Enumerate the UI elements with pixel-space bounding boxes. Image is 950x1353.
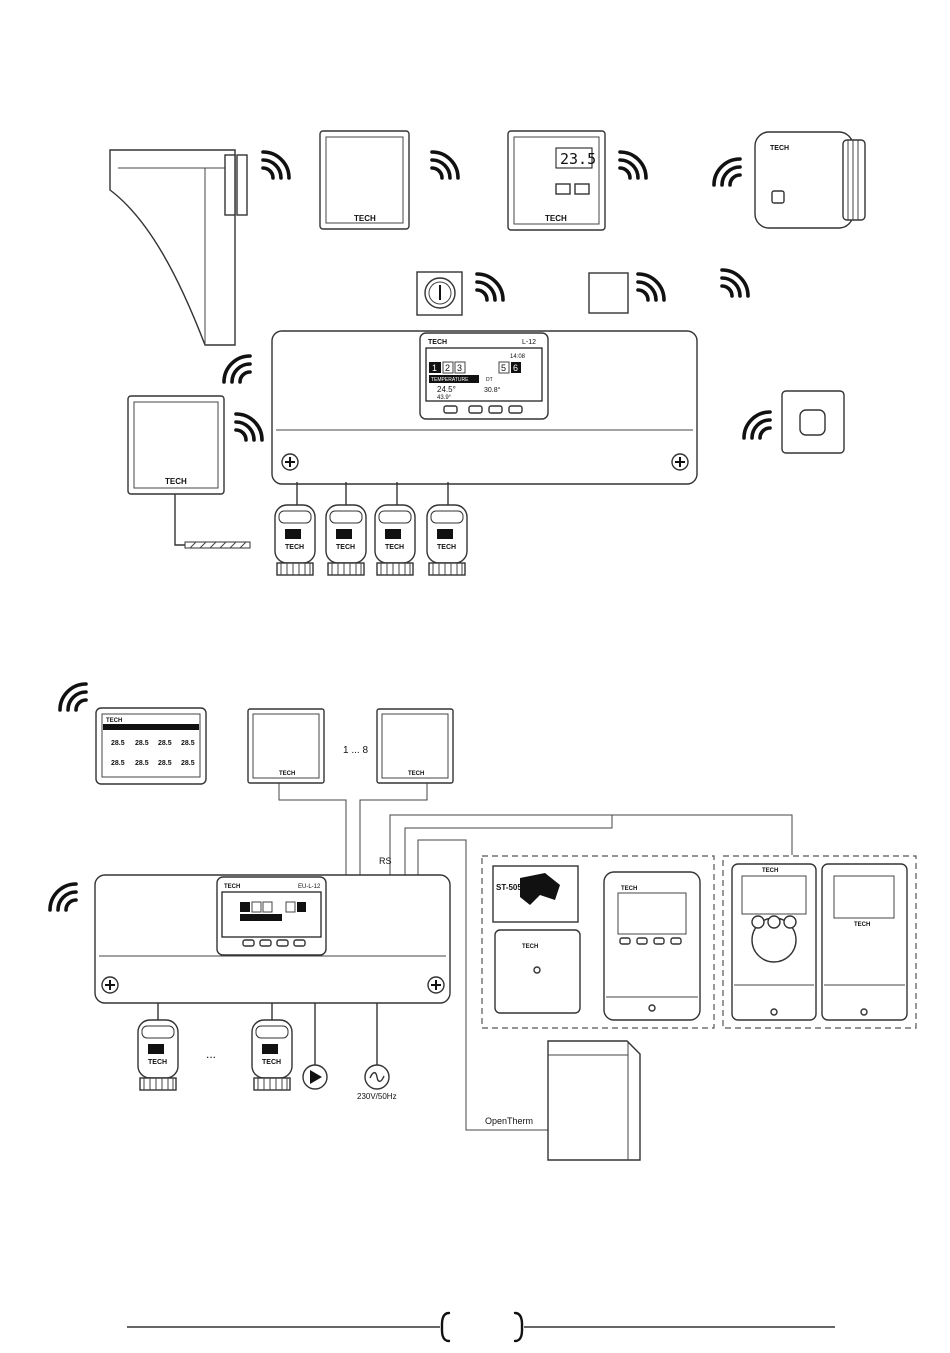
module-label: ST-505	[496, 883, 522, 892]
svg-text:30.8°: 30.8°	[484, 386, 501, 394]
sensor-range-label: 1 ... 8	[343, 745, 368, 756]
wireless-signal-icon	[722, 270, 748, 296]
brand-label: TECH	[279, 771, 295, 777]
svg-text:28.5: 28.5	[135, 740, 149, 747]
wired-room-sensor: TECH	[128, 396, 250, 548]
wired-sensor-1: TECH	[248, 709, 324, 783]
svg-text:28.5: 28.5	[135, 760, 149, 767]
svg-text:28.5: 28.5	[181, 760, 195, 767]
brand-label: TECH	[621, 886, 637, 892]
wireless-switch	[782, 391, 844, 453]
wireless-signal-icon	[50, 884, 76, 910]
wireless-signal-icon	[263, 152, 289, 178]
svg-text:28.5: 28.5	[111, 740, 125, 747]
actuator	[252, 1020, 292, 1090]
svg-text:43.9°: 43.9°	[437, 395, 452, 401]
wireless-signal-icon	[60, 684, 86, 710]
power-supply-icon	[365, 1065, 389, 1089]
wireless-signal-icon	[744, 412, 770, 438]
wireless-signal-icon	[432, 152, 458, 178]
actuator	[138, 1020, 178, 1090]
svg-text:28.5: 28.5	[158, 760, 172, 767]
room-sensor-blank: TECH	[320, 131, 409, 229]
page-footer	[127, 1313, 835, 1341]
room-regulator: TECH	[604, 872, 700, 1020]
svg-text:DT: DT	[486, 377, 493, 383]
floor-temperature-sensor	[417, 272, 462, 315]
svg-text:2: 2	[445, 363, 450, 373]
svg-text:3: 3	[457, 363, 462, 373]
actuator	[326, 505, 366, 575]
thermostatic-radiator-actuator: TECH	[755, 132, 865, 228]
additional-controller: TECH	[822, 864, 907, 1020]
brand-label: TECH	[106, 718, 122, 724]
internet-module: ST-505 TECH	[493, 866, 580, 1013]
brand-label: TECH	[408, 771, 424, 777]
actuator	[427, 505, 467, 575]
controller-model-label: EU-L-12	[298, 884, 321, 890]
window-sensor	[110, 150, 247, 345]
wiring-center-controller-2: TECH EU-L-12	[95, 875, 450, 1003]
brand-label: TECH	[354, 214, 376, 223]
svg-text:5: 5	[501, 363, 506, 373]
svg-text:6: 6	[513, 363, 518, 373]
opentherm-label: OpenTherm	[485, 1116, 533, 1126]
brand-label: TECH	[854, 922, 870, 928]
rs-label: RS	[379, 856, 392, 866]
svg-text:24.5°: 24.5°	[437, 385, 456, 394]
svg-text:TEMPERATURE: TEMPERATURE	[431, 377, 469, 383]
touch-control-panel: TECH 28.5 28.5 28.5 28.5 28.5 28.5 28.5 …	[96, 708, 206, 784]
wireless-signal-icon	[236, 414, 262, 440]
gas-boiler	[548, 1041, 640, 1160]
svg-text:28.5: 28.5	[111, 760, 125, 767]
power-label: 230V/50Hz	[357, 1092, 397, 1101]
svg-text:TECH: TECH	[770, 145, 789, 152]
svg-text:28.5: 28.5	[181, 740, 195, 747]
wireless-signal-icon	[638, 274, 664, 300]
small-sensor	[589, 273, 628, 313]
brand-label: TECH	[762, 868, 778, 874]
brand-label: TECH	[165, 477, 187, 486]
room-thermostat: 23.5 TECH	[508, 131, 605, 230]
wireless-signal-icon	[224, 356, 250, 382]
svg-text:14:08: 14:08	[510, 354, 526, 360]
wired-sensor-8: TECH	[377, 709, 453, 783]
brand-label: TECH	[224, 884, 240, 890]
wireless-signal-icon	[714, 159, 740, 185]
actuator	[275, 505, 315, 575]
wireless-signal-icon	[620, 152, 646, 178]
thermostat-display: 23.5	[560, 150, 596, 168]
wireless-signal-icon	[477, 274, 503, 300]
svg-text:1: 1	[432, 363, 437, 373]
brand-label: TECH	[545, 214, 567, 223]
actuator	[375, 505, 415, 575]
wiring-center-controller: TECH L-12 1 2 3 5 6 14:08 TEMPERATURE DT…	[272, 331, 697, 484]
additional-controller: TECH	[732, 864, 816, 1020]
controller-model-label: L-12	[522, 339, 536, 346]
brand-label: TECH	[522, 944, 538, 950]
brand-label: TECH	[428, 339, 447, 346]
ellipsis-label: ...	[206, 1047, 216, 1061]
pump-icon	[303, 1065, 327, 1089]
svg-text:28.5: 28.5	[158, 740, 172, 747]
